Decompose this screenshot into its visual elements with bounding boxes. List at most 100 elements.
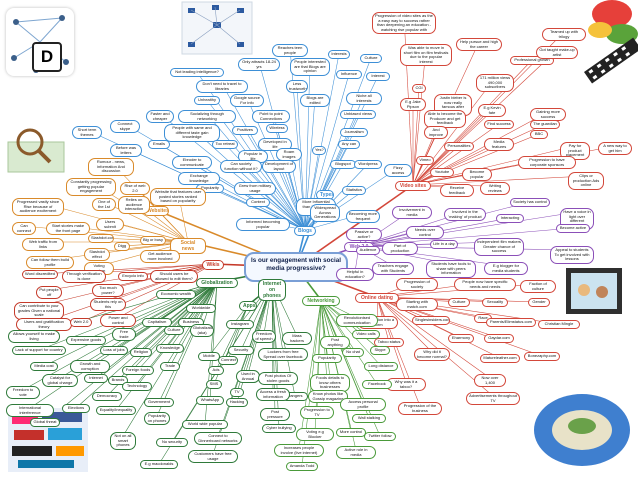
mindmap-node: Foreign foods <box>122 366 154 375</box>
mindmap-node: Helpful in education? <box>336 268 374 282</box>
mindmap-node: Can connect <box>12 222 36 236</box>
mindmap-node: TV <box>230 388 244 397</box>
connector-line <box>412 141 500 186</box>
mindmap-node: Interest <box>366 72 390 81</box>
mindmap-node: Internet <box>84 374 108 383</box>
mindmap-node: Teamed up with trilogy <box>542 28 586 42</box>
mindmap-node: E.g macdonalds <box>140 460 178 469</box>
mindmap-node: Gaydar.com <box>484 334 514 343</box>
mindmap-node: Ebroder to communicate <box>172 156 212 170</box>
mindmap-node: Growth and corruption <box>70 360 110 374</box>
mindmap-node: Any can <box>338 140 360 149</box>
mindmap-node: CGI <box>412 84 426 93</box>
mindmap-node: Society has control <box>510 198 550 207</box>
mindmap-node: The guardian <box>530 120 560 129</box>
mindmap-node: Writing reviews <box>480 182 510 196</box>
mindmap-node: Post anything <box>320 336 350 350</box>
branch-online-dating: Online dating <box>355 293 399 303</box>
mindmap-node: Bonezaphy.com <box>524 352 560 361</box>
mindmap-node: Widespread Across Generations <box>310 204 340 222</box>
mindmap-node: Niche all interests <box>346 92 382 106</box>
mindmap-node: Christian Mingle <box>538 320 580 329</box>
mindmap-node: Put people off <box>36 286 62 300</box>
mindmap-node: 171 million views 490,000 subscribers <box>476 74 514 92</box>
mindmap-node: Government <box>144 398 174 407</box>
mindmap-node: Knowledge <box>156 344 184 353</box>
mindmap-node: Development of layout <box>262 160 296 174</box>
mindmap-node: BBC <box>530 130 548 139</box>
mindmap-node: Rise of web 2.0 <box>120 182 150 196</box>
mindmap-node: Help pursue and high the career <box>456 38 502 52</box>
mindmap-node: Trade <box>160 362 180 371</box>
connector-line <box>158 281 218 403</box>
mindmap-node: Access a fresh information <box>256 388 290 402</box>
mindmap-node: Involved in the 'making' of product <box>444 208 486 222</box>
mindmap-node: Active role in media <box>336 446 376 460</box>
mindmap-node: Freedom to vote <box>6 386 40 400</box>
mindmap-node: Relies on audience interaction <box>118 196 150 214</box>
mindmap-node: Part of production <box>382 242 418 256</box>
mindmap-node: And improve <box>424 126 448 140</box>
mindmap-node: Developed in life <box>258 138 292 152</box>
mindmap-node: Catalyst for global change <box>42 374 78 388</box>
mindmap-node: Don't need to travel to libraries <box>196 80 248 94</box>
mindmap-node: Singlesinsiders.com <box>412 316 450 325</box>
mindmap-node: Only attracts 18-24 yrs <box>238 58 280 72</box>
mindmap-node: Passive or active? <box>346 228 382 242</box>
mindmap-node: Start stories make the front page <box>46 222 90 236</box>
connector-line <box>376 296 433 353</box>
mindmap-node: Find success <box>484 120 514 129</box>
connector-line <box>49 241 189 261</box>
mindmap-node: Wordpress <box>354 160 382 169</box>
mindmap-node: Becoming more frequent <box>346 210 380 224</box>
connector-line <box>244 129 306 231</box>
mindmap-node: Encyclo info <box>118 272 148 281</box>
mindmap-node: Increases people involve (live internet) <box>274 444 324 458</box>
mindmap-node: Was able to move in short film on film f… <box>400 44 452 67</box>
mindmap-node: Religion <box>130 348 152 357</box>
connector-line <box>376 296 491 379</box>
mindmap-node: Yes? <box>312 146 326 155</box>
mindmap-node: Emails <box>148 140 170 149</box>
mindmap-node: Sexuality <box>482 298 508 307</box>
mindmap-node: Connect skype <box>110 120 140 134</box>
mindmap-node: Less trustworthy <box>286 80 308 94</box>
mindmap-node: Web 2.0 <box>70 318 92 327</box>
mindmap-node: World wide popular <box>182 420 228 429</box>
mindmap-node: Positives <box>232 126 258 135</box>
mindmap-node: Lack of support for country <box>12 346 66 355</box>
mindmap-node: Customers have free usage <box>188 450 238 464</box>
branch-globalization: Globalization <box>196 278 238 288</box>
connector-line <box>412 47 427 186</box>
connector-line <box>358 211 578 247</box>
connector-line <box>412 77 496 186</box>
mindmap-node: Short term themes <box>72 126 102 140</box>
mindmap-node: Economic wealth <box>156 290 196 299</box>
mindmap-node: Slashdot.com <box>88 234 114 243</box>
mindmap-node: Through verification is done <box>62 270 106 284</box>
mindmap-node: Context <box>246 198 270 207</box>
mindmap-node: Used in Annual <box>236 370 260 384</box>
mindmap-node: One of the 1st <box>92 198 116 212</box>
connector-line <box>412 145 576 186</box>
connector-line <box>278 163 306 231</box>
mindmap-node: Life in a day <box>430 240 458 249</box>
mindmap-node: Needs over control <box>406 226 444 240</box>
mindmap-node: Progression to TV <box>300 406 334 420</box>
mindmap-node: Popular in life <box>238 150 268 164</box>
mindmap-node: Audience <box>356 246 380 255</box>
network-illustration: D <box>6 8 74 76</box>
mindmap-node: Exchange knowledge <box>178 172 220 186</box>
mindmap-node: Capitalism <box>142 318 172 327</box>
mindmap-node: Teachers engage with Students <box>372 262 414 276</box>
mindmap-node: Grew from military usage <box>234 182 276 196</box>
mindmap-node: Popularity <box>312 354 342 363</box>
mindmap-node: Get audience more involved <box>140 250 180 264</box>
mindmap-node: Interacting <box>496 214 524 223</box>
connector-line <box>358 201 531 247</box>
mindmap-node: Wireless <box>266 124 288 133</box>
mindmap-node: Blogs are edited <box>300 94 330 108</box>
connector-line <box>298 299 322 449</box>
mindmap-node: Matureleather.com <box>480 354 520 363</box>
